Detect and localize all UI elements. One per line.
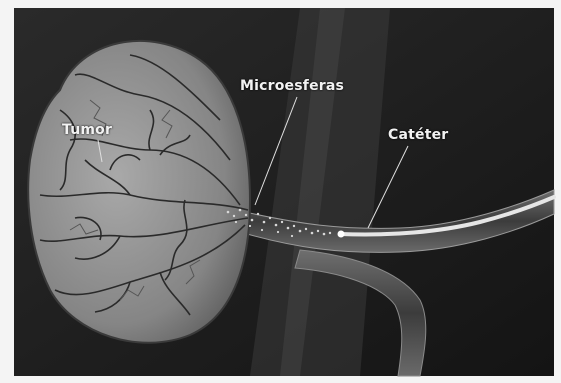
catheter-label: Catéter bbox=[388, 127, 448, 143]
tumor-mass bbox=[28, 41, 250, 343]
microspheres-label: Microesferas bbox=[240, 78, 344, 94]
catheter-tip bbox=[338, 231, 345, 238]
tumor-label: Tumor bbox=[62, 122, 112, 138]
